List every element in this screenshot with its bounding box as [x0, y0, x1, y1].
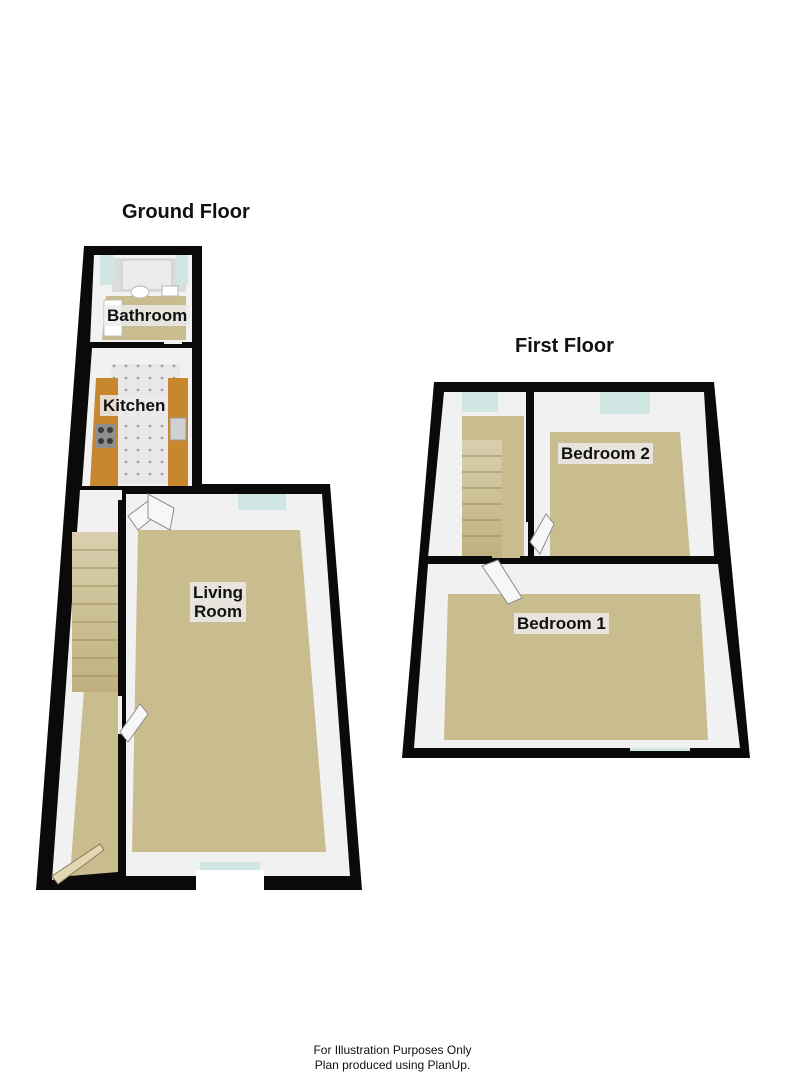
internal-wall [526, 392, 534, 522]
bedroom-1-label: Bedroom 1 [514, 613, 609, 634]
internal-wall [118, 500, 126, 696]
bedroom-2-door [529, 513, 555, 555]
footer-line-1: For Illustration Purposes Only [313, 1043, 472, 1057]
front-door [51, 843, 105, 885]
internal-wall [118, 734, 126, 874]
internal-wall [80, 486, 132, 490]
ground-floor-plan [36, 246, 362, 890]
landing [428, 392, 528, 558]
bedroom-1-door [481, 559, 523, 605]
bathroom-label: Bathroom [104, 305, 191, 326]
living-room-label: Living Room [190, 582, 247, 622]
living-room-window [238, 494, 286, 510]
basin [130, 285, 150, 299]
toilet [161, 285, 179, 297]
bedroom-1-room [414, 564, 740, 748]
first-floor-plan [402, 382, 750, 758]
footer-disclaimer: For Illustration Purposes Only Plan prod… [0, 1043, 785, 1073]
internal-wall [88, 342, 164, 346]
bathroom-window [100, 255, 114, 285]
wall-gap [196, 870, 264, 890]
hob [96, 424, 116, 448]
bedroom-1-window [630, 748, 690, 751]
hallway-door [119, 703, 149, 743]
sink [169, 417, 187, 441]
bedroom-2-room [534, 392, 714, 556]
living-room-label-line1: Living [193, 583, 244, 602]
first-floor-title: First Floor [515, 335, 614, 357]
hallway [51, 490, 122, 885]
first-floor-staircase [462, 440, 502, 558]
ground-floor-title: Ground Floor [122, 201, 250, 223]
living-room-label-line2: Room [193, 602, 243, 621]
bathroom-window [176, 255, 188, 285]
internal-wall [168, 486, 202, 490]
bathroom-room [90, 255, 192, 344]
kitchen-label: Kitchen [100, 395, 169, 416]
kitchen-room [82, 348, 192, 486]
kitchen-door [147, 493, 175, 531]
staircase [72, 532, 122, 692]
internal-wall [520, 556, 720, 564]
internal-wall [428, 556, 492, 564]
landing-window [462, 392, 498, 412]
living-room [126, 494, 350, 876]
footer-line-2: Plan produced using PlanUp. [314, 1058, 471, 1072]
bedroom-2-window [600, 392, 650, 414]
internal-wall [182, 342, 194, 346]
bedroom-2-label: Bedroom 2 [558, 443, 653, 464]
